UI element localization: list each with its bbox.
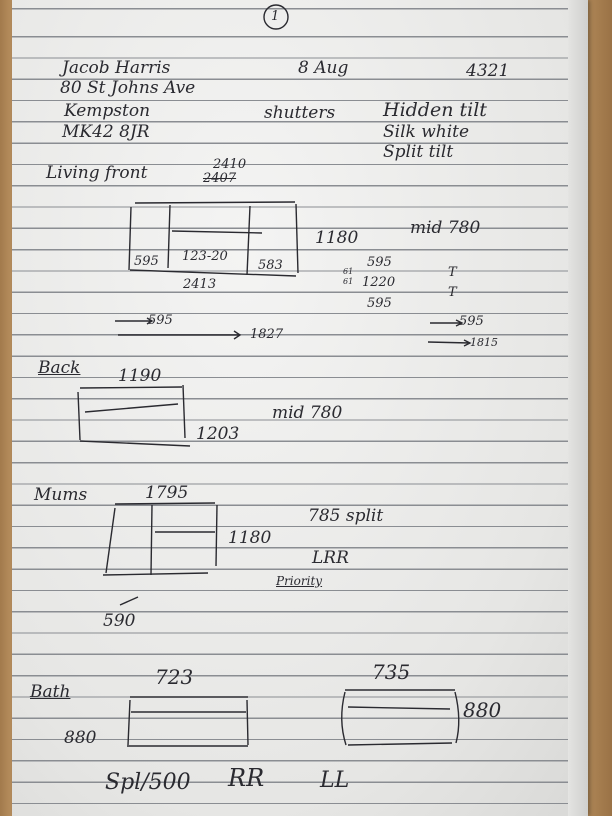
lined-paper-sheet	[12, 0, 588, 816]
style-tilt: Hidden tilt	[383, 99, 487, 121]
bottom-width: 2413	[183, 277, 217, 292]
mid-rail: mid 780	[410, 218, 481, 238]
section-bath: Bath	[30, 682, 71, 702]
bath-width-1: 723	[155, 665, 194, 689]
customer-address: 80 St Johns Ave	[60, 78, 196, 98]
date: 8 Aug	[298, 58, 349, 78]
back-window-sketch	[77, 384, 191, 447]
section-living-front: Living front	[46, 163, 148, 183]
arrow-measure-1: 595	[148, 313, 173, 328]
mums-note: Priority	[276, 574, 323, 588]
mums-arrow-measure: 590	[103, 611, 136, 631]
t-post-1: T	[448, 265, 457, 280]
bath-window-1-sketch	[127, 696, 249, 747]
living-front-window-sketch	[115, 201, 472, 347]
bath-window-2-sketch	[341, 689, 460, 746]
arrow-measure-3: 595	[459, 314, 484, 329]
product-type: shutters	[264, 103, 336, 123]
col-1: 595	[367, 255, 392, 270]
t-post-2: T	[448, 285, 457, 300]
mums-height: 1180	[228, 528, 272, 548]
section-back: Back	[38, 358, 81, 378]
bath-height-2: 880	[463, 698, 502, 722]
back-mid-rail: mid 780	[272, 403, 343, 423]
customer-town: Kempston	[64, 101, 151, 121]
style-split: Split tilt	[383, 142, 454, 162]
back-width: 1190	[118, 366, 162, 386]
bath-footer-2: RR	[228, 764, 265, 792]
centre-panel: 123-20	[182, 249, 228, 264]
mums-split: 785 split	[308, 506, 384, 526]
right-panel: 583	[258, 258, 283, 273]
bath-footer-1: Spl/500	[105, 770, 191, 795]
width-top: 2410	[213, 157, 247, 172]
back-height: 1203	[196, 424, 240, 444]
reference-number: 4321	[466, 61, 510, 81]
col-2: 1220	[362, 275, 396, 290]
col-3: 595	[367, 296, 392, 311]
page-number: 1	[271, 9, 280, 24]
customer-name: Jacob Harris	[62, 58, 171, 78]
style-colour: Silk white	[383, 122, 470, 142]
small-note-2: 61	[343, 277, 354, 286]
page-number-circle	[263, 4, 289, 30]
mums-window-sketch	[102, 502, 218, 606]
left-panel: 595	[134, 254, 159, 269]
small-note-1: 61	[343, 267, 354, 276]
bath-width-2: 735	[372, 660, 411, 684]
section-mums: Mums	[34, 485, 88, 505]
customer-postcode: MK42 8JR	[62, 122, 150, 142]
mums-config: LRR	[312, 548, 349, 568]
bath-height-1: 880	[64, 728, 97, 748]
mums-width: 1795	[145, 483, 189, 503]
arrow-measure-4: 1815	[470, 336, 498, 349]
width-struck: 2407	[203, 171, 237, 186]
paper-edge	[568, 0, 588, 816]
arrow-measure-2: 1827	[250, 327, 284, 342]
bath-footer-3: LL	[320, 768, 350, 793]
height: 1180	[315, 228, 359, 248]
